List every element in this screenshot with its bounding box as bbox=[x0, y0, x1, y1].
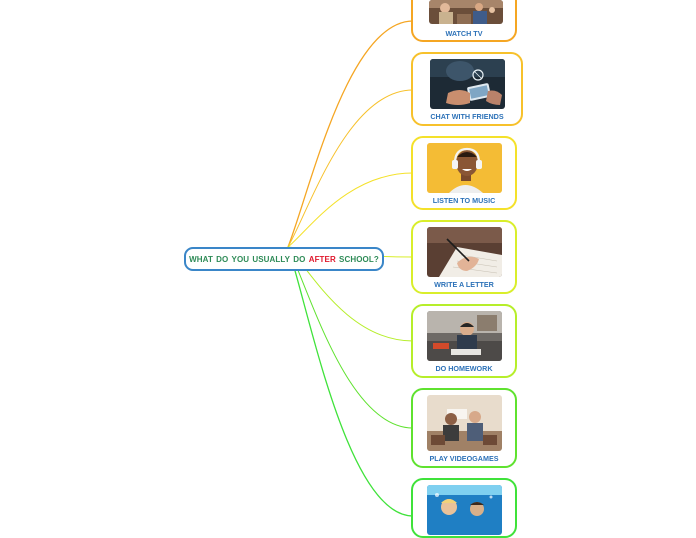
kids-playing-videogames-photo bbox=[427, 395, 502, 451]
children-swimming-underwater-photo bbox=[427, 485, 502, 535]
family-watching-tv-photo bbox=[429, 0, 503, 24]
topic-label: PLAY VIDEOGAMES bbox=[429, 454, 499, 463]
branch-line bbox=[287, 89, 414, 248]
central-topic-word: YOU bbox=[231, 254, 250, 264]
topic-listen-to-music[interactable]: LISTEN TO MUSIC bbox=[411, 136, 517, 210]
boy-studying-photo bbox=[427, 311, 502, 361]
topic-label: WATCH TV bbox=[445, 29, 483, 38]
topic-label: CHAT WITH FRIENDS bbox=[430, 112, 504, 121]
branch-line bbox=[287, 172, 414, 248]
topic-watch-tv[interactable]: WATCH TV bbox=[411, 0, 517, 42]
topic-label: WRITE A LETTER bbox=[434, 280, 494, 289]
central-topic-word: WHAT bbox=[189, 254, 213, 264]
branch-line bbox=[287, 246, 414, 429]
topic-swimming[interactable] bbox=[411, 478, 517, 538]
topic-play-videogames[interactable]: PLAY VIDEOGAMES bbox=[411, 388, 517, 468]
central-topic-word: DO bbox=[293, 254, 306, 264]
central-topic-word: DO bbox=[216, 254, 229, 264]
topic-do-homework[interactable]: DO HOMEWORK bbox=[411, 304, 517, 378]
branch-line bbox=[287, 246, 414, 517]
hand-writing-photo bbox=[427, 227, 502, 277]
topic-label: LISTEN TO MUSIC bbox=[432, 196, 496, 205]
topic-write-a-letter[interactable]: WRITE A LETTER bbox=[411, 220, 517, 294]
central-topic-highlight-word: AFTER bbox=[308, 254, 336, 264]
branch-line bbox=[287, 20, 414, 248]
topic-chat-with-friends[interactable]: CHAT WITH FRIENDS bbox=[411, 52, 523, 126]
central-topic-word: SCHOOL? bbox=[339, 254, 379, 264]
central-topic-word: USUALLY bbox=[252, 254, 291, 264]
hands-with-phone-photo bbox=[430, 59, 505, 109]
topic-label: DO HOMEWORK bbox=[435, 364, 493, 373]
man-with-headphones-photo bbox=[427, 143, 502, 193]
